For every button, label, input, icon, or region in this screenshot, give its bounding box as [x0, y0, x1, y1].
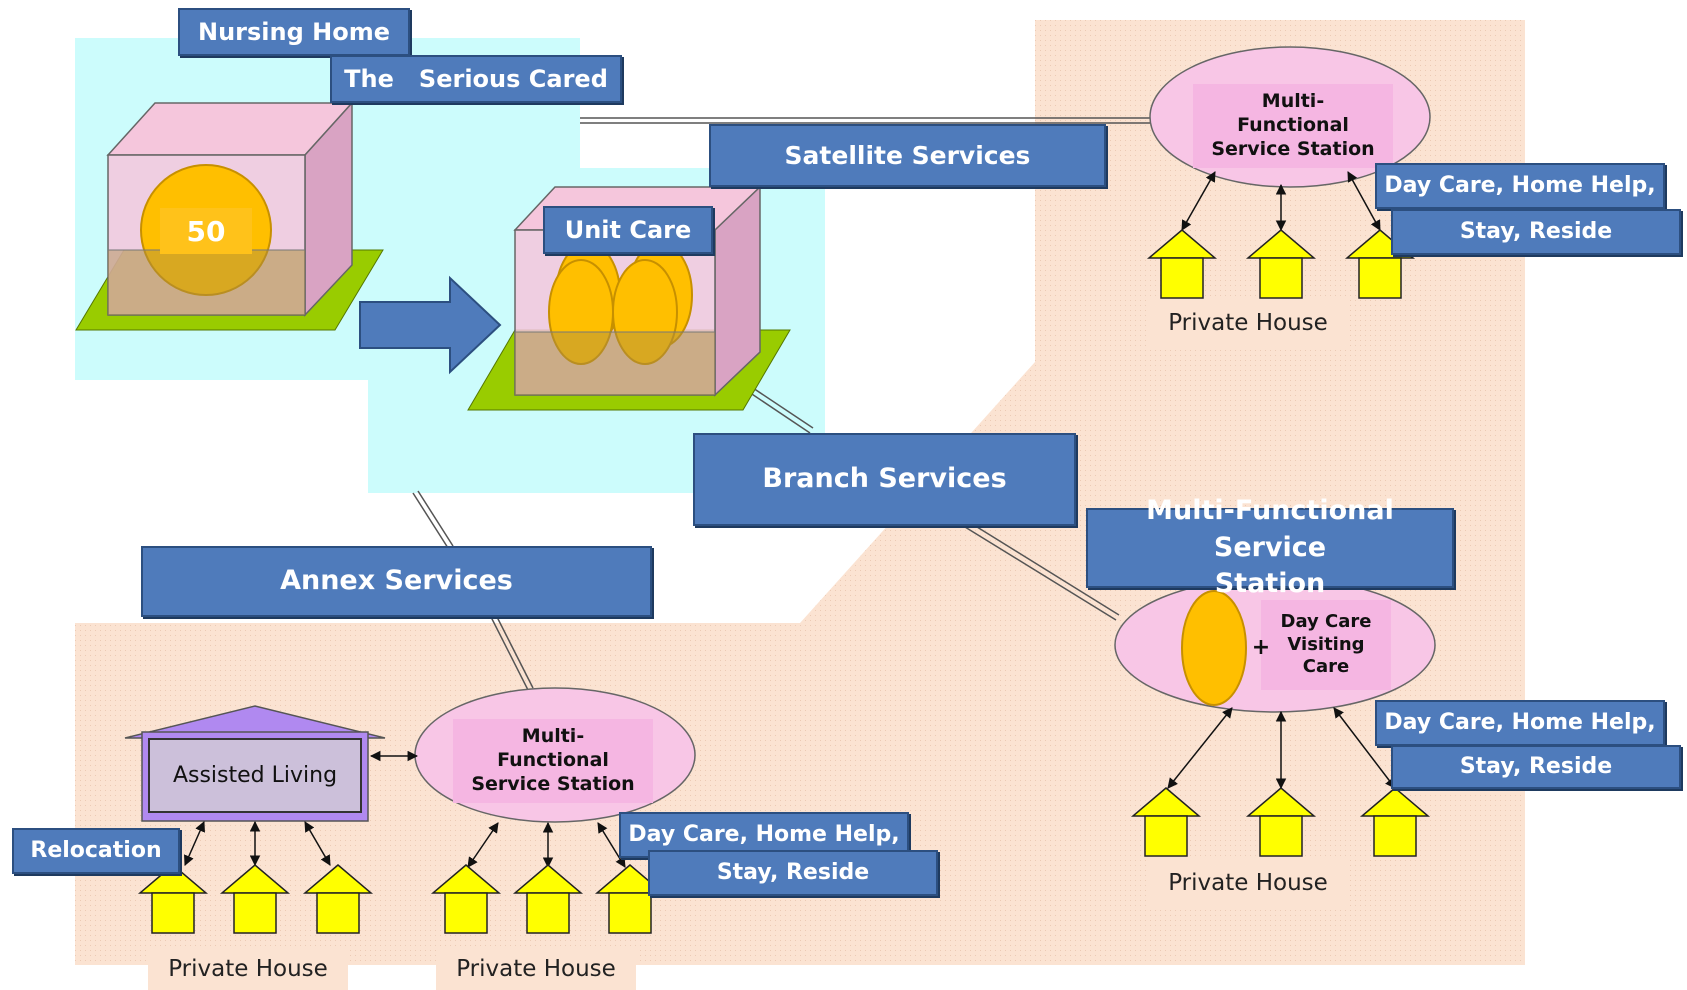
nursing-home-label: Nursing Home: [178, 8, 410, 56]
branch-services-tag-line1: Day Care, Home Help,: [1375, 700, 1665, 746]
arrows: [184, 171, 1396, 869]
assisted-living-building: [124, 705, 386, 822]
capacity-value: 50: [160, 208, 252, 254]
private-house-label: Private House: [436, 948, 636, 990]
satellite-services-tag-line2: Stay, Reside: [1391, 209, 1681, 255]
plus-sign: +: [1251, 634, 1271, 660]
assisted-living-label: Assisted Living: [172, 763, 338, 788]
annex-services-tag-line1: Day Care, Home Help,: [619, 812, 909, 858]
private-house-label: Private House: [1148, 300, 1348, 346]
serious-cared-label: The Serious Cared: [330, 55, 622, 103]
unit-care-cube: [467, 185, 791, 411]
satellite-services-label: Satellite Services: [709, 124, 1106, 187]
branch-services-label: Branch Services: [693, 433, 1076, 526]
connector-lines: [412, 117, 1150, 691]
branch-services-tag-line2: Stay, Reside: [1391, 745, 1681, 789]
annex-services-tag-line2: Stay, Reside: [648, 850, 938, 896]
satellite-station-text: Multi- Functional Service Station: [1193, 84, 1393, 168]
branch-station-detail: Day Care Visiting Care: [1261, 600, 1391, 690]
relocation-label: Relocation: [12, 828, 180, 874]
satellite-services-tag-line1: Day Care, Home Help,: [1375, 163, 1665, 209]
annex-services-label: Annex Services: [141, 546, 652, 617]
branch-station-label: Multi-Functional Service Station: [1086, 495, 1454, 599]
unit-care-label: Unit Care: [543, 206, 713, 254]
transition-arrow: [359, 275, 502, 375]
annex-station-text: Multi- Functional Service Station: [453, 719, 653, 803]
private-house-label: Private House: [148, 948, 348, 990]
private-house-label: Private House: [1148, 860, 1348, 906]
